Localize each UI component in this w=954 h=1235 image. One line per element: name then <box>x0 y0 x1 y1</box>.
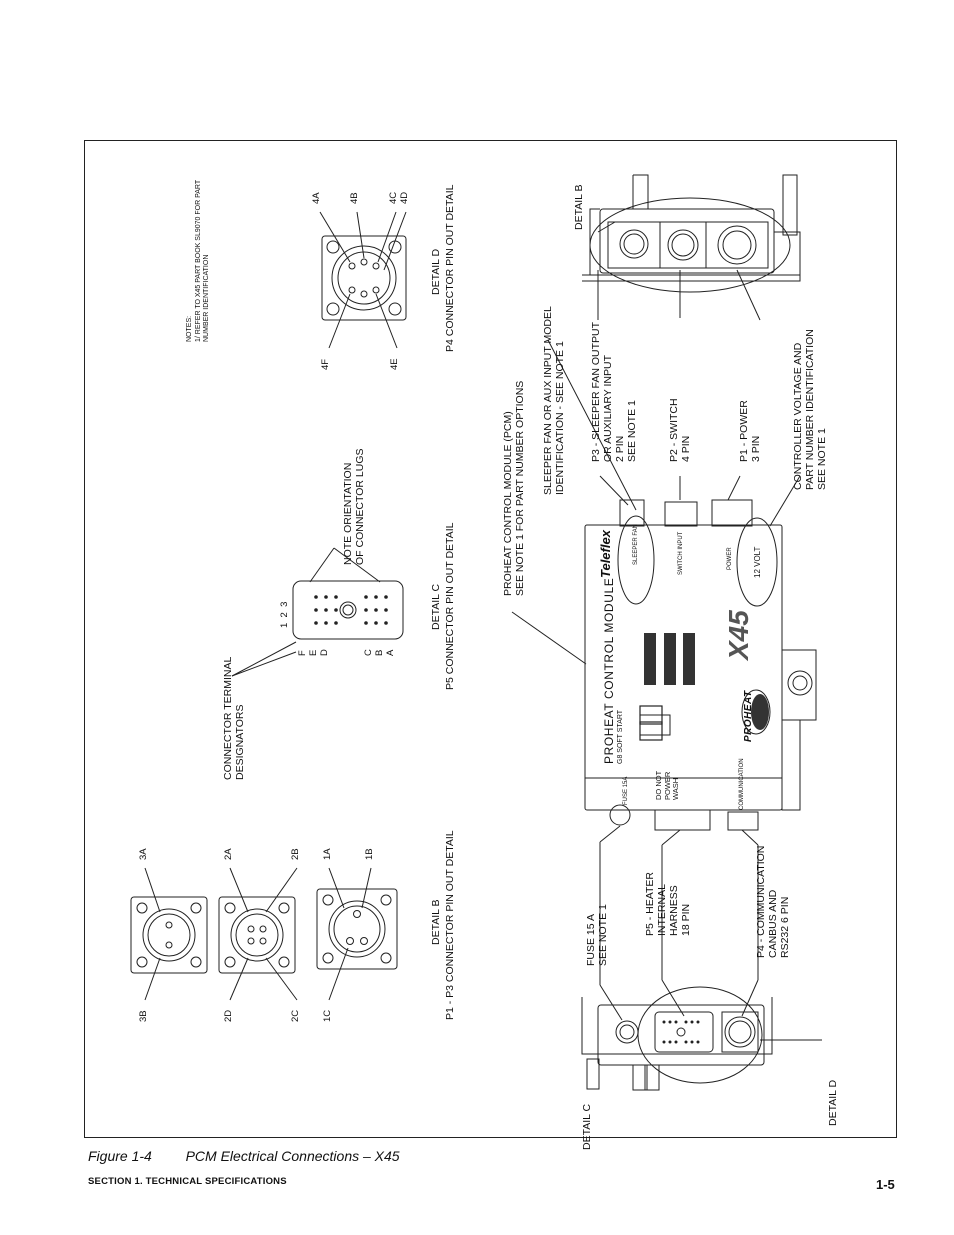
power-label: POWER <box>727 547 733 570</box>
notes-line-1: 1/ REFER TO X45 PART BOOK SL9070 FOR PAR… <box>195 179 202 342</box>
pin-label-4c: 4C <box>388 191 399 204</box>
voltage-callout: CONTROLLER VOLTAGE AND PART NUMBER IDENT… <box>792 329 828 490</box>
figure-title: PCM Electrical Connections – X45 <box>185 1148 400 1164</box>
switch-input-label: SWITCH INPUT <box>678 531 684 575</box>
p2-connector-drawing <box>218 867 298 1001</box>
p5-row-e: E <box>308 649 319 656</box>
p4-callout: P4 - COMMUNICATION CANBUS AND RS232 6 PI… <box>755 845 791 958</box>
notes-line-2: NUMBER IDENTIFICATION <box>203 254 210 342</box>
detail-b-label: DETAIL B <box>573 184 585 230</box>
pin-label-4f: 4F <box>320 358 331 370</box>
module-subtitle: G8 SOFT START <box>617 709 624 764</box>
pin-label-1c: 1C <box>322 1009 333 1022</box>
p5-row-f: F <box>297 650 308 656</box>
page-number: 1-5 <box>876 1177 895 1192</box>
detail-b-subtitle: P1 - P3 CONNECTOR PIN OUT DETAIL <box>444 830 456 1020</box>
module-logo: PROHEAT <box>743 690 754 742</box>
pin-label-2a: 2A <box>223 848 234 860</box>
detail-b-bracket <box>582 174 801 321</box>
pin-label-2b: 2B <box>290 848 301 860</box>
pin-label-4b: 4B <box>349 192 360 204</box>
terminal-designators-callout: CONNECTOR TERMINAL DESIGNATORS <box>222 656 246 780</box>
detail-c-title: DETAIL C <box>430 583 442 630</box>
section-footer: SECTION 1. TECHNICAL SPECIFICATIONS <box>88 1176 287 1187</box>
pin-label-4d: 4D <box>399 191 410 204</box>
sleeper-model-callout: SLEEPER FAN OR AUX INPUT MODEL IDENTIFIC… <box>542 306 566 495</box>
detail-d-title: DETAIL D <box>430 248 442 295</box>
p2-callout: P2 - SWITCH 4 PIN <box>668 398 692 462</box>
pin-label-2d: 2D <box>223 1009 234 1022</box>
p5-column-numbers: 1 2 3 <box>279 601 290 628</box>
pin-label-2c: 2C <box>290 1009 301 1022</box>
pin-label-4e: 4E <box>389 358 400 370</box>
detail-b-title: DETAIL B <box>430 899 442 945</box>
figure-label: Figure 1-4 <box>88 1148 152 1164</box>
p1-connector-drawing <box>316 867 398 1001</box>
module-model: X45 <box>723 610 754 660</box>
p4-connector-drawing <box>319 211 407 349</box>
pcm-module-fills <box>644 633 769 730</box>
p5-row-d: D <box>319 649 330 656</box>
p5-callout: P5 - HEATER INTERNAL HARNESS 18 PIN <box>644 872 692 936</box>
detail-d-subtitle: P4 CONNECTOR PIN OUT DETAIL <box>444 184 456 352</box>
pin-label-3b: 3B <box>138 1010 149 1022</box>
p5-row-a: A <box>385 649 396 656</box>
module-title: PROHEAT CONTROL MODULE <box>602 577 616 764</box>
pcm-module-body <box>511 339 817 846</box>
sleeper-fan-label: SLEEPER FAN <box>633 523 639 565</box>
p5-connector-drawing <box>231 547 404 677</box>
fuse-callout: FUSE 15 A SEE NOTE 1 <box>585 904 609 966</box>
p5-row-b: B <box>374 649 385 656</box>
drawing-frame <box>84 140 897 1138</box>
p1-callout: P1 - POWER 3 PIN <box>738 400 762 462</box>
module-voltage: 12 VOLT <box>753 546 762 578</box>
communication-label: COMMUNICATION <box>739 758 745 810</box>
fuse-label: FUSE 15A <box>623 776 629 805</box>
lug-orientation-callout: NOTE ORIENTATION OF CONNECTOR LUGS <box>342 448 366 565</box>
p5-row-c: C <box>363 649 374 656</box>
p3-connector-drawing <box>130 867 208 1001</box>
pin-label-1a: 1A <box>322 848 333 860</box>
detail-c-subtitle: P5 CONNECTOR PIN OUT DETAIL <box>444 522 456 690</box>
detail-c-label: DETAIL C <box>581 1103 593 1150</box>
p3-callout: P3 - SLEEPER FAN OUTPUT OR AUXILIARY INP… <box>590 321 638 462</box>
pcm-callout: PROHEAT CONTROL MODULE (PCM) SEE NOTE 1 … <box>502 380 526 596</box>
do-not-power-wash: DO NOT POWER WASH <box>654 770 680 800</box>
detail-cd-bracket <box>581 842 822 1091</box>
figure-caption: Figure 1-4 PCM Electrical Connections – … <box>88 1148 400 1164</box>
notes-heading: NOTES: <box>186 315 193 342</box>
digit-display <box>639 705 663 741</box>
module-brand: Teleflex <box>598 530 613 578</box>
pin-label-4a: 4A <box>311 192 322 204</box>
pin-label-1b: 1B <box>364 848 375 860</box>
pin-label-3a: 3A <box>138 848 149 860</box>
detail-d-label: DETAIL D <box>827 1079 839 1126</box>
